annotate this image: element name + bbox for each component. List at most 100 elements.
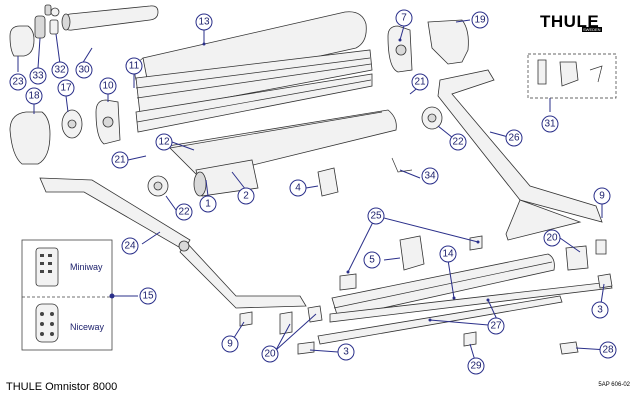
remote-label-miniway: Miniway [70, 262, 103, 272]
svg-text:10: 10 [102, 81, 114, 92]
svg-text:27: 27 [490, 321, 502, 332]
svg-text:7: 7 [401, 13, 407, 24]
svg-text:13: 13 [198, 17, 210, 28]
part-small-fittings [34, 4, 60, 39]
remote-label-niceway: Niceway [70, 322, 105, 332]
svg-text:21: 21 [114, 155, 126, 166]
callout-10: 10 [99, 77, 117, 95]
callout-12: 12 [155, 133, 173, 151]
callout-29: 29 [467, 357, 485, 375]
svg-text:5: 5 [369, 255, 375, 266]
callout-21-right: 21 [411, 73, 429, 91]
part-right-arm [437, 69, 603, 241]
svg-text:26: 26 [508, 133, 520, 144]
svg-text:9: 9 [599, 191, 605, 202]
svg-text:31: 31 [544, 119, 556, 130]
callout-34: 34 [421, 167, 439, 185]
part-front-profile [135, 49, 373, 133]
callout-15: 15 [109, 287, 157, 305]
svg-text:29: 29 [470, 361, 482, 372]
diagram-code: 5AP 606-02 [598, 382, 630, 388]
part-fabric-roll [193, 159, 259, 197]
part-bracket [317, 167, 339, 197]
callout-27: 27 [487, 317, 505, 335]
callout-14: 14 [439, 245, 457, 263]
callout-13: 13 [195, 13, 213, 31]
svg-text:22: 22 [452, 137, 464, 148]
svg-text:3: 3 [343, 347, 349, 358]
callout-33: 33 [29, 67, 47, 85]
svg-text:24: 24 [124, 241, 136, 252]
callout-2: 2 [237, 187, 255, 205]
svg-text:25: 25 [370, 211, 382, 222]
callout-22-left: 22 [175, 203, 193, 221]
callout-9-left: 9 [221, 335, 239, 353]
callout-32: 32 [51, 61, 69, 79]
svg-text:18: 18 [28, 91, 40, 102]
part-front-bar [317, 253, 613, 345]
part-clamp-right [565, 239, 607, 271]
callout-31: 31 [541, 115, 559, 133]
svg-text:11: 11 [129, 61, 140, 72]
thule-logo-sub: SWEDEN [582, 27, 602, 32]
svg-text:34: 34 [424, 171, 436, 182]
part-end-cap-right [427, 19, 469, 65]
callout-19: 19 [471, 11, 489, 29]
svg-text:2: 2 [243, 191, 249, 202]
part-end-cap-left [9, 25, 35, 57]
svg-text:19: 19 [474, 15, 486, 26]
svg-text:3: 3 [597, 305, 603, 316]
part-clip [391, 157, 413, 173]
callout-7: 7 [395, 9, 413, 27]
callout-30: 30 [75, 61, 93, 79]
svg-text:4: 4 [295, 183, 301, 194]
callout-11: 11 [125, 57, 143, 75]
part-small-brackets-bottom [239, 235, 613, 355]
svg-text:20: 20 [546, 233, 558, 244]
svg-text:22: 22 [178, 207, 190, 218]
callout-18: 18 [25, 87, 43, 105]
svg-text:20: 20 [264, 349, 276, 360]
svg-text:1: 1 [205, 199, 211, 210]
svg-text:12: 12 [158, 137, 170, 148]
svg-text:9: 9 [227, 339, 233, 350]
callout-3-right: 3 [591, 301, 609, 319]
remote-control-box [21, 239, 113, 351]
callout-24: 24 [121, 237, 139, 255]
leader-dots [202, 38, 490, 322]
callout-20-right: 20 [543, 229, 561, 247]
part-spring-unit-right [421, 106, 443, 130]
diagram-title: THULE Omnistor 8000 [6, 381, 118, 393]
svg-text:30: 30 [78, 65, 90, 76]
callout-25: 25 [367, 207, 385, 225]
callout-22-right: 22 [449, 133, 467, 151]
part-fabric [167, 109, 397, 179]
callout-20-left: 20 [261, 345, 279, 363]
callout-17: 17 [57, 79, 75, 97]
part-roller-tube [61, 5, 159, 31]
svg-text:14: 14 [442, 249, 454, 260]
svg-text:33: 33 [32, 71, 44, 82]
part-gear-mechanism [61, 109, 83, 139]
part-mounting-bracket [399, 235, 425, 271]
part-end-cap-large [9, 111, 51, 165]
thule-logo: THULE [540, 12, 600, 31]
callout-5: 5 [363, 251, 381, 269]
svg-text:28: 28 [602, 345, 614, 356]
svg-text:17: 17 [60, 83, 72, 94]
part-spring-unit-left [147, 175, 169, 197]
svg-text:23: 23 [12, 77, 24, 88]
callout-26: 26 [505, 129, 523, 147]
svg-text:21: 21 [414, 77, 426, 88]
callout-23: 23 [9, 73, 27, 91]
part-accessory-kit [527, 53, 617, 99]
callout-3-left: 3 [337, 343, 355, 361]
callout-28: 28 [599, 341, 617, 359]
callout-9-right: 9 [593, 187, 611, 205]
part-left-arm [39, 177, 307, 309]
svg-text:32: 32 [54, 65, 66, 76]
callout-1: 1 [199, 195, 217, 213]
part-motor-housing [387, 25, 413, 73]
part-drive-unit [95, 99, 121, 145]
